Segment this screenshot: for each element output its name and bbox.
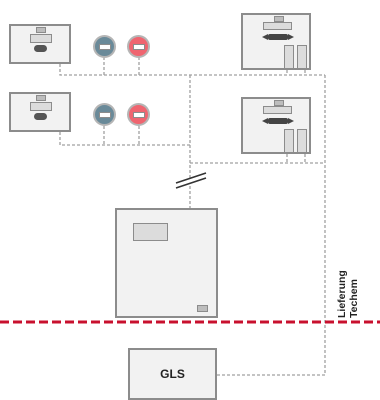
display <box>30 102 52 111</box>
display <box>263 106 292 114</box>
display <box>30 34 52 43</box>
display <box>263 22 292 30</box>
cabinet-indicator <box>197 305 208 312</box>
button <box>34 113 47 120</box>
arrow-buttons-icon <box>262 34 294 40</box>
central-cabinet[interactable] <box>115 208 218 318</box>
knob-red-1[interactable] <box>127 35 150 58</box>
line-to-gls <box>217 75 326 376</box>
control-unit-1[interactable] <box>241 13 311 70</box>
terminal-a <box>284 129 294 153</box>
line-row1-main <box>59 64 325 76</box>
knob-blue-1[interactable] <box>93 35 116 58</box>
knob-blue-2[interactable] <box>93 103 116 126</box>
terminal-b <box>297 129 307 153</box>
control-unit-2[interactable] <box>241 97 311 154</box>
indicator <box>274 100 284 106</box>
indicator <box>36 95 46 101</box>
terminal-b <box>297 45 307 69</box>
delivery-label: Lieferung Techem <box>336 270 360 318</box>
indicator <box>274 16 284 22</box>
gls-label: GLS <box>160 367 185 381</box>
line-break-mark <box>175 172 207 189</box>
cabinet-display <box>133 223 168 241</box>
knob-red-2[interactable] <box>127 103 150 126</box>
terminal-a <box>284 45 294 69</box>
device-small-1[interactable] <box>9 24 71 64</box>
indicator <box>36 27 46 33</box>
device-small-2[interactable] <box>9 92 71 132</box>
gls-box[interactable]: GLS <box>128 348 217 400</box>
arrow-buttons-icon <box>262 118 294 124</box>
line-row2-main <box>59 132 190 146</box>
button <box>34 45 47 52</box>
